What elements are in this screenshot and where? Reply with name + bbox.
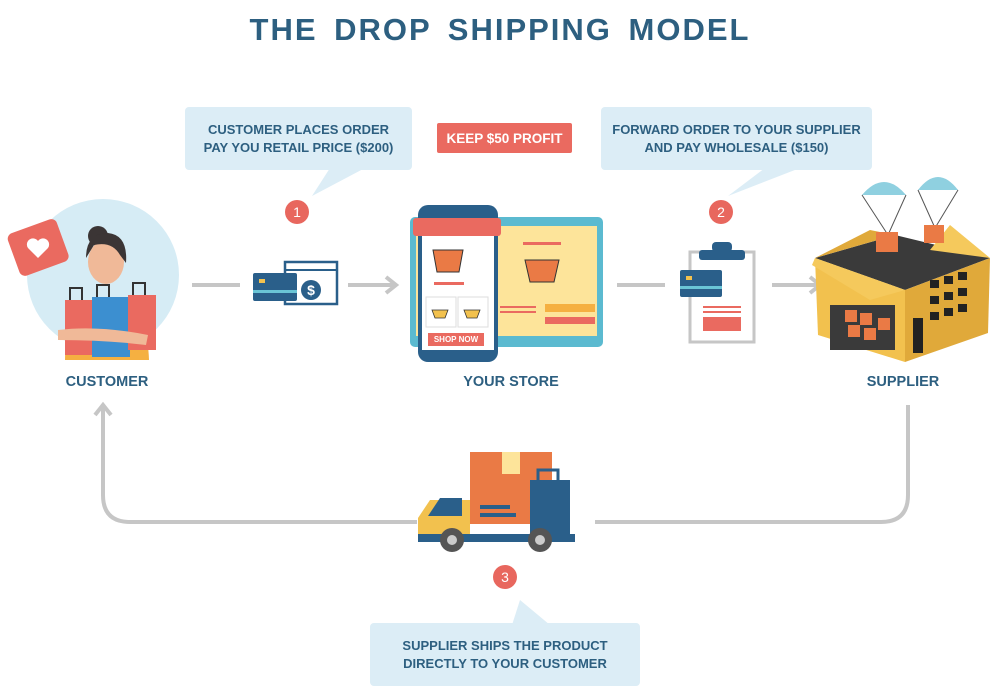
- callout-line: AND PAY WHOLESALE ($150): [644, 139, 829, 155]
- step-3-callout: SUPPLIER SHIPS THE PRODUCT DIRECTLY TO Y…: [370, 623, 640, 686]
- step-2-callout: FORWARD ORDER TO YOUR SUPPLIER AND PAY W…: [601, 107, 872, 170]
- payment-icon: $: [253, 260, 339, 306]
- delivery-truck-illustration: [418, 452, 575, 552]
- step-1-callout: CUSTOMER PLACES ORDER PAY YOU RETAIL PRI…: [185, 107, 412, 170]
- callout-tail-3: [512, 600, 550, 625]
- profit-tag: KEEP $50 PROFIT: [437, 123, 572, 153]
- store-illustration: [410, 205, 603, 362]
- step-1-badge: 1: [285, 200, 309, 224]
- callout-line: CUSTOMER PLACES ORDER: [207, 121, 390, 137]
- order-clipboard-icon: [680, 242, 756, 344]
- callout-line: SUPPLIER SHIPS THE PRODUCT: [402, 637, 608, 653]
- arrowhead: [384, 275, 400, 295]
- page-title: THE DROP SHIPPING MODEL: [249, 12, 751, 47]
- return-path-left: [101, 405, 417, 524]
- store-label: YOUR STORE: [463, 374, 559, 390]
- callout-tail-2: [728, 168, 800, 196]
- supplier-warehouse-illustration: [812, 177, 990, 362]
- arrowhead: [93, 401, 113, 417]
- callout-line: FORWARD ORDER TO YOUR SUPPLIER: [612, 121, 861, 137]
- svg-text:$: $: [307, 282, 315, 298]
- return-path-right: [595, 405, 910, 524]
- callout-line: PAY YOU RETAIL PRICE ($200): [203, 139, 394, 155]
- step-2-badge: 2: [709, 200, 733, 224]
- shop-now-button: SHOP NOW: [428, 333, 484, 346]
- supplier-label: SUPPLIER: [866, 374, 940, 390]
- callout-tail-1: [312, 168, 365, 196]
- step-3-badge: 3: [493, 565, 517, 589]
- callout-line: DIRECTLY TO YOUR CUSTOMER: [403, 655, 607, 671]
- customer-illustration: [7, 199, 179, 360]
- customer-label: CUSTOMER: [65, 374, 149, 390]
